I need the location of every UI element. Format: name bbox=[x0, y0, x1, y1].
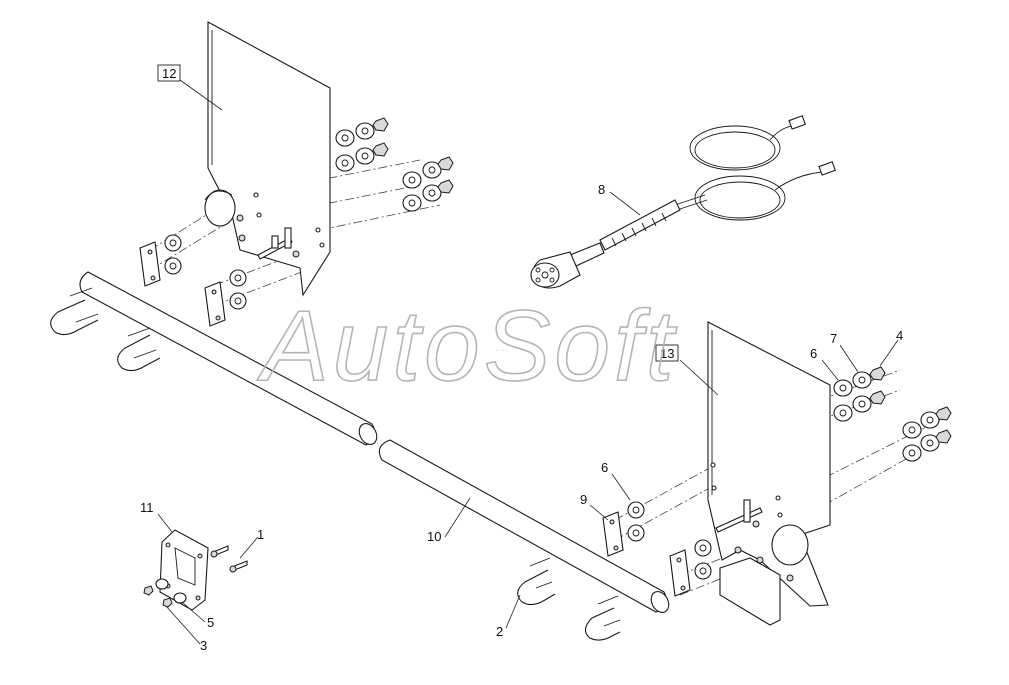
watermark-text: AutoSoft bbox=[257, 290, 678, 402]
callout-4: 4 bbox=[896, 328, 903, 343]
callout-3: 3 bbox=[200, 638, 207, 653]
callouts: 12 13 8 7 4 6 6 9 10 2 11 1 5 3 bbox=[140, 64, 903, 653]
mudflap-left bbox=[204, 21, 331, 297]
clamp-plates-right bbox=[602, 501, 712, 597]
callout-12: 12 bbox=[162, 66, 176, 81]
washer-nut-stack-right bbox=[833, 366, 952, 462]
cable-harness bbox=[530, 115, 836, 289]
watermark-sub: · ··· bbox=[496, 347, 507, 354]
callout-8: 8 bbox=[598, 182, 605, 197]
callout-5: 5 bbox=[207, 615, 214, 630]
tube-right bbox=[378, 439, 670, 613]
callout-6-lower: 6 bbox=[601, 460, 608, 475]
tube-left bbox=[79, 271, 378, 446]
clamp-plates-upper-left bbox=[139, 234, 247, 327]
socket-bracket bbox=[143, 529, 248, 611]
callout-2: 2 bbox=[496, 624, 503, 639]
callout-11: 11 bbox=[140, 500, 154, 515]
callout-9: 9 bbox=[580, 492, 587, 507]
watermark: AutoSoft · ··· bbox=[256, 289, 678, 403]
washer-nut-stack-upper-left bbox=[335, 117, 454, 212]
callout-1: 1 bbox=[257, 527, 264, 542]
u-bolts-right bbox=[517, 557, 621, 641]
callout-6-right: 6 bbox=[810, 346, 817, 361]
callout-13: 13 bbox=[660, 346, 674, 361]
mudflap-right bbox=[707, 321, 831, 626]
callout-10: 10 bbox=[427, 529, 441, 544]
callout-7: 7 bbox=[830, 331, 837, 346]
u-bolts-left bbox=[50, 287, 161, 372]
